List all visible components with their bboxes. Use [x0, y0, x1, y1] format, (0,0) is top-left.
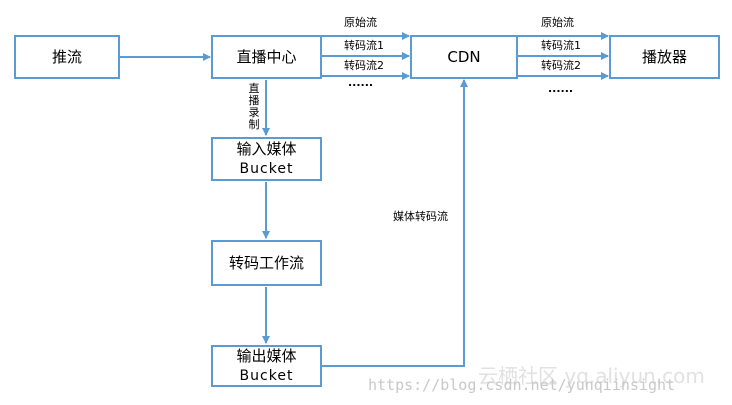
edge-label-player-t2: 转码流2	[541, 59, 581, 72]
watermark-brand: 云栖社区 yq.aliyun.com	[478, 364, 705, 388]
node-output-media-label: 输出媒体	[236, 347, 297, 365]
arrow-output-to-cdn	[322, 79, 468, 367]
edge-label-player-t1: 转码流1	[541, 39, 581, 52]
node-player-label: 播放器	[641, 48, 687, 66]
edge-label-media-transcode: 媒体转码流	[393, 210, 448, 223]
node-transcode-workflow-label: 转码工作流	[228, 254, 304, 272]
node-input-media-label: 输入媒体	[236, 140, 297, 158]
edge-label-center-t2: 转码流2	[344, 59, 384, 72]
edge-label-center-raw: 原始流	[344, 16, 377, 29]
edge-label-player-raw: 原始流	[541, 16, 574, 29]
edge-label-player-more: ......	[548, 82, 574, 95]
node-push-label: 推流	[51, 48, 82, 66]
node-push: 推流	[14, 35, 120, 79]
node-input-bucket-label: Bucket	[239, 161, 294, 177]
node-live-center: 直播中心	[211, 35, 322, 79]
node-player: 播放器	[609, 35, 720, 79]
edge-label-center-more: ......	[348, 76, 374, 89]
watermark-url: https://blog.csdn.net/yunqiinsight	[368, 376, 676, 394]
node-input-media: 输入媒体 Bucket	[211, 137, 322, 181]
node-output-media: 输出媒体 Bucket	[211, 345, 322, 387]
node-cdn: CDN	[410, 35, 518, 79]
node-live-center-label: 直播中心	[236, 48, 297, 66]
edge-label-live-recording: 直播录制	[248, 82, 260, 131]
edge-label-center-t1: 转码流1	[344, 39, 384, 52]
node-cdn-label: CDN	[447, 48, 481, 66]
node-output-bucket-label: Bucket	[239, 368, 294, 384]
node-transcode-workflow: 转码工作流	[211, 240, 322, 286]
